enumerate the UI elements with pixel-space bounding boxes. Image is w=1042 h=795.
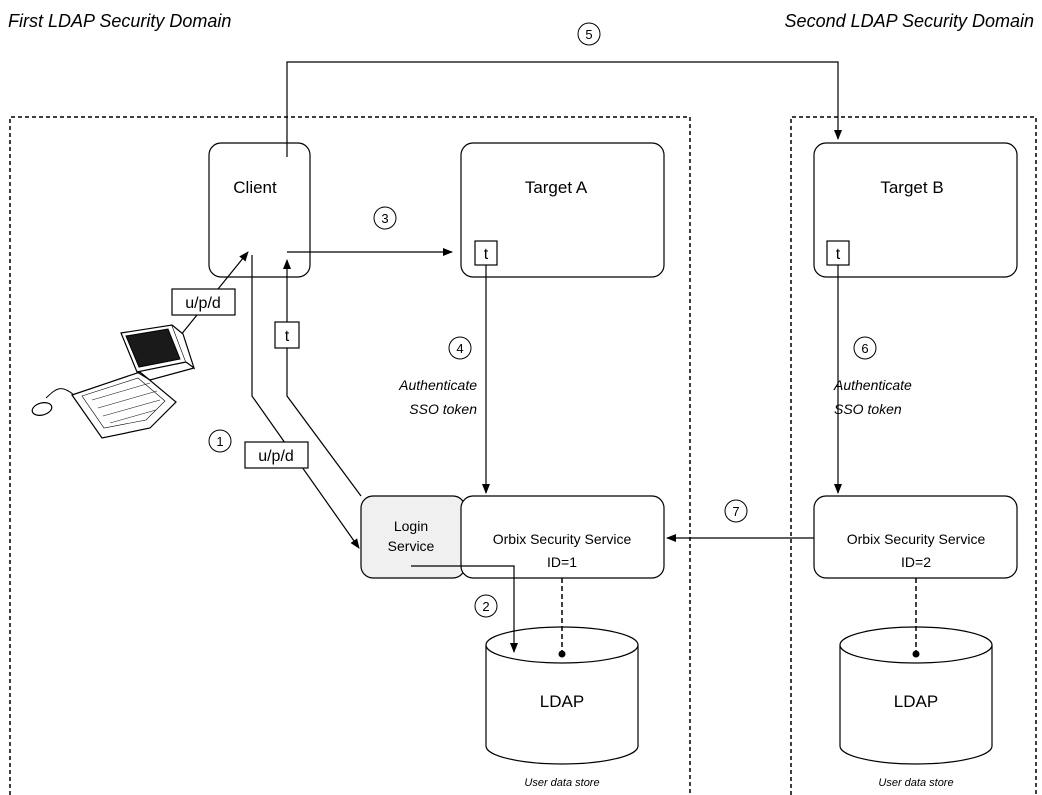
ldap-2-label: LDAP (894, 692, 938, 711)
target-b-label: Target B (880, 178, 943, 197)
arrow-client-to-target-b (286, 61, 842, 157)
oss1-ldap-link-dot (558, 650, 566, 658)
first-domain-title: First LDAP Security Domain (8, 11, 231, 31)
credentials-label-login: u/p/d (258, 448, 294, 465)
credentials-box-user: u/p/d (171, 288, 236, 316)
auth-annotation-b-line1: Authenticate (833, 377, 912, 393)
second-domain-title: Second LDAP Security Domain (785, 11, 1034, 31)
step-6-label: 6 (861, 341, 868, 356)
token-box-target-a: t (474, 240, 498, 266)
auth-annotation-b-line2: SSO token (834, 401, 902, 417)
first-domain-boundary (9, 116, 691, 795)
login-service-label-line1: Login (394, 518, 428, 534)
token-label-target-b: t (836, 246, 841, 263)
step-1-label: 1 (216, 434, 223, 449)
credentials-label-user: u/p/d (185, 295, 221, 312)
step-1-marker: 1 (208, 429, 232, 453)
ldap-1-label: LDAP (540, 692, 584, 711)
arrow-login-service-to-ldap1 (411, 565, 518, 653)
token-box-return: t (274, 321, 300, 349)
oss2-ldap-link-dot (912, 650, 920, 658)
step-5-marker: 5 (577, 22, 601, 46)
auth-annotation-a-line2: SSO token (409, 401, 477, 417)
oss1-id: ID=1 (547, 554, 577, 570)
user-workstation-icon (31, 324, 196, 439)
ldap-2-caption: User data store (878, 777, 953, 789)
step-3-marker: 3 (373, 206, 397, 230)
target-b-box: Target B (813, 142, 1018, 278)
orbix-security-service-2-box: Orbix Security Service ID=2 (813, 495, 1018, 579)
client-label: Client (233, 178, 277, 197)
token-box-target-b: t (826, 240, 850, 266)
step-5-label: 5 (585, 27, 592, 42)
arrow-token-to-client (283, 259, 362, 497)
target-a-box: Target A (460, 142, 665, 278)
step-4-marker: 4 (448, 336, 472, 360)
step-2-marker: 2 (474, 594, 498, 618)
credentials-box-login: u/p/d (244, 441, 309, 469)
step-2-label: 2 (482, 599, 489, 614)
second-domain-boundary (790, 116, 1037, 795)
step-3-label: 3 (381, 211, 388, 226)
oss2-name: Orbix Security Service (847, 531, 986, 547)
arrow-client-to-login-service (251, 255, 360, 549)
step-7-marker: 7 (724, 499, 748, 523)
oss1-name: Orbix Security Service (493, 531, 632, 547)
step-4-label: 4 (456, 341, 463, 356)
login-service-label-line2: Service (388, 538, 435, 554)
oss2-id: ID=2 (901, 554, 931, 570)
token-label-return: t (285, 328, 290, 345)
orbix-security-service-1-box: Orbix Security Service ID=1 (460, 495, 665, 579)
target-a-label: Target A (525, 178, 588, 197)
step-6-marker: 6 (853, 336, 877, 360)
ldap-1-cylinder: LDAP User data store (485, 626, 639, 789)
token-label-target-a: t (484, 246, 489, 263)
client-box: Client (208, 142, 311, 278)
ldap-1-caption: User data store (524, 777, 599, 789)
auth-annotation-a-line1: Authenticate (398, 377, 477, 393)
step-7-label: 7 (732, 504, 739, 519)
